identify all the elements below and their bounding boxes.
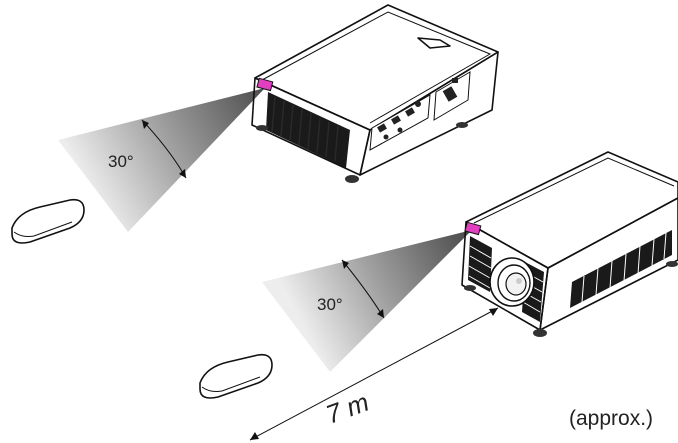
approx-note: (approx.) [569, 407, 653, 430]
angle-arc-bottom-arrow-a [342, 260, 349, 269]
angle-label-bottom: 30° [317, 295, 343, 314]
angle-arc-top-arrow-a [142, 120, 149, 129]
vent-grille-side [570, 230, 672, 308]
vent-grille-top [266, 92, 350, 168]
angle-label-top: 30° [108, 152, 134, 171]
distance-dimension-line [249, 307, 499, 441]
distance-label: 7 m [322, 387, 373, 430]
lens-icon [489, 257, 535, 307]
projector-icon [461, 151, 678, 337]
top-scene [11, 4, 499, 244]
bottom-scene [199, 151, 678, 441]
remote-control-icon [199, 353, 273, 399]
angle-arc-bottom-arrow-b [377, 309, 384, 318]
projector-icon [251, 4, 499, 183]
ir-beam-cone-top [58, 88, 265, 232]
ir-sensor-icon [256, 77, 274, 92]
ir-beam-cone-bottom [262, 230, 472, 372]
remote-control-icon [11, 198, 85, 244]
angle-arc-top-arrow-b [179, 169, 186, 178]
ir-sensor-icon [464, 221, 482, 236]
rear-panel-ports [369, 71, 471, 151]
